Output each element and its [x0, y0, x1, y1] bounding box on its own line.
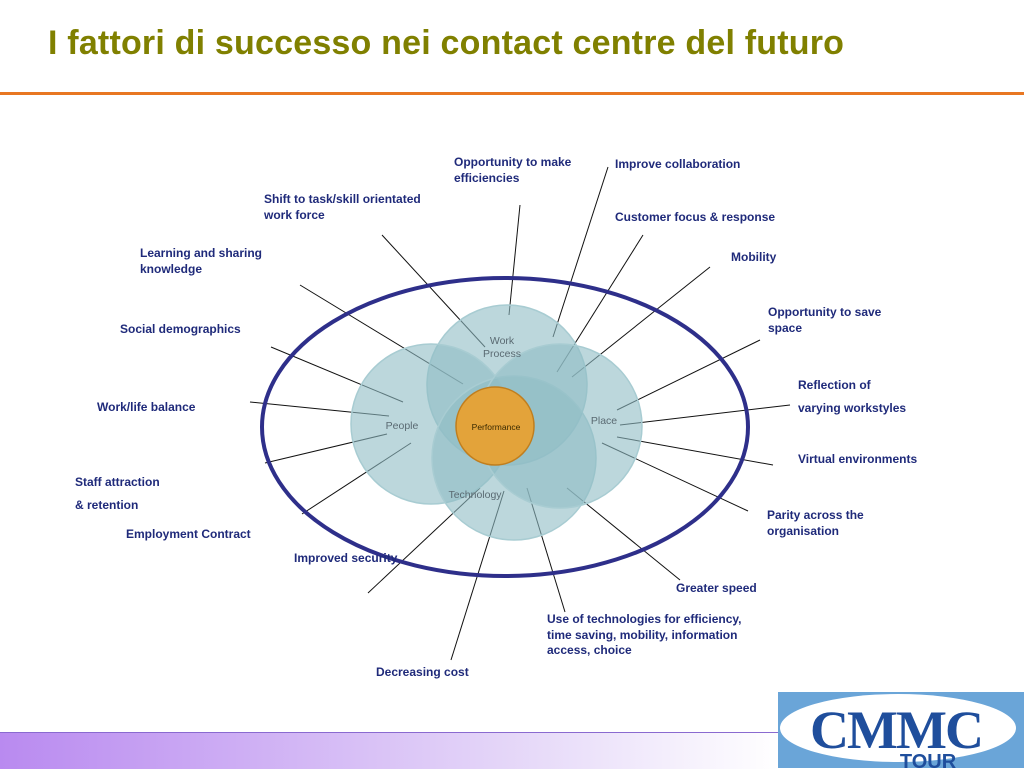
connector-virtual-env — [616, 436, 774, 466]
label-line: Use of technologies for efficiency, — [547, 612, 742, 626]
label-line: Mobility — [731, 250, 777, 264]
label-line: Customer focus & response — [615, 210, 776, 224]
label-line: efficiencies — [454, 170, 520, 185]
label-virtual-env: Virtual environments — [798, 452, 917, 468]
connector-opportunity-efficiencies — [508, 204, 521, 316]
label-line: space — [768, 320, 803, 335]
label-greater-speed: Greater speed — [676, 581, 757, 597]
label-line: Employment Contract — [126, 527, 251, 541]
label-line: Learning and sharing — [140, 246, 263, 260]
label-line: Shift to task/skill orientated — [264, 192, 421, 206]
label-line: Opportunity to make — [454, 155, 572, 169]
label-use-technologies: Use of technologies for efficiency, time… — [547, 612, 741, 659]
cmmc-tour-logo: CMMC TOUR — [778, 692, 1024, 768]
label-decreasing-cost: Decreasing cost — [376, 665, 469, 681]
label-mobility: Mobility — [731, 250, 776, 266]
label-opportunity-efficiencies: Opportunity to make efficiencies — [454, 155, 571, 186]
label-shift-task: Shift to task/skill orientated work forc… — [264, 192, 421, 223]
label-line: Parity across the — [767, 508, 864, 522]
logo-line1: CMMC — [810, 700, 982, 760]
label-line: & retention — [75, 498, 139, 512]
performance-label: Performance — [472, 422, 521, 432]
label-parity: Parity across the organisation — [767, 508, 864, 539]
label-line: access, choice — [547, 643, 632, 657]
label-line: Greater speed — [676, 581, 757, 595]
work-process-label-2: Process — [483, 348, 521, 360]
label-staff-attraction: Staff attraction & retention — [75, 471, 160, 517]
people-label: People — [386, 420, 419, 432]
label-social-demographics: Social demographics — [120, 322, 241, 338]
label-line: Virtual environments — [798, 452, 918, 466]
outer-ellipse — [260, 276, 750, 578]
label-line: Staff attraction — [75, 475, 160, 489]
label-customer-focus: Customer focus & response — [615, 210, 775, 226]
title-divider — [0, 92, 1024, 95]
venn-circles — [350, 304, 643, 541]
label-line: Decreasing cost — [376, 665, 469, 679]
label-line: work force — [264, 207, 325, 222]
label-line: Improve collaboration — [615, 157, 741, 171]
work-process-label-1: Work — [490, 335, 515, 347]
page-title: I fattori di successo nei contact centre… — [48, 24, 845, 62]
circle-performance — [455, 386, 535, 466]
connector-opportunity-space — [616, 339, 761, 411]
logo-graphic: CMMC TOUR — [778, 692, 1024, 768]
label-employment-contract: Employment Contract — [126, 527, 251, 543]
connector-reflection — [619, 404, 791, 426]
label-opportunity-space: Opportunity to save space — [768, 305, 881, 336]
logo-line2: TOUR — [900, 751, 957, 768]
label-line: time saving, mobility, information — [547, 627, 738, 642]
label-line: Reflection of — [798, 378, 871, 392]
label-line: Work/life balance — [97, 400, 196, 414]
connector-improve-collaboration — [552, 166, 609, 338]
label-line: Social demographics — [120, 322, 241, 336]
label-line: varying workstyles — [798, 401, 907, 415]
label-improved-security: Improved security — [294, 551, 397, 567]
label-work-life: Work/life balance — [97, 400, 195, 416]
label-reflection: Reflection of varying workstyles — [798, 374, 906, 420]
footer-band — [0, 732, 780, 769]
label-improve-collaboration: Improve collaboration — [615, 157, 740, 173]
technology-label: Technology — [448, 489, 502, 501]
label-line: organisation — [767, 523, 840, 538]
label-line: Improved security — [294, 551, 398, 565]
label-learning-sharing: Learning and sharing knowledge — [140, 246, 262, 277]
place-label: Place — [591, 415, 617, 427]
label-line: knowledge — [140, 261, 203, 276]
label-line: Opportunity to save — [768, 305, 882, 319]
